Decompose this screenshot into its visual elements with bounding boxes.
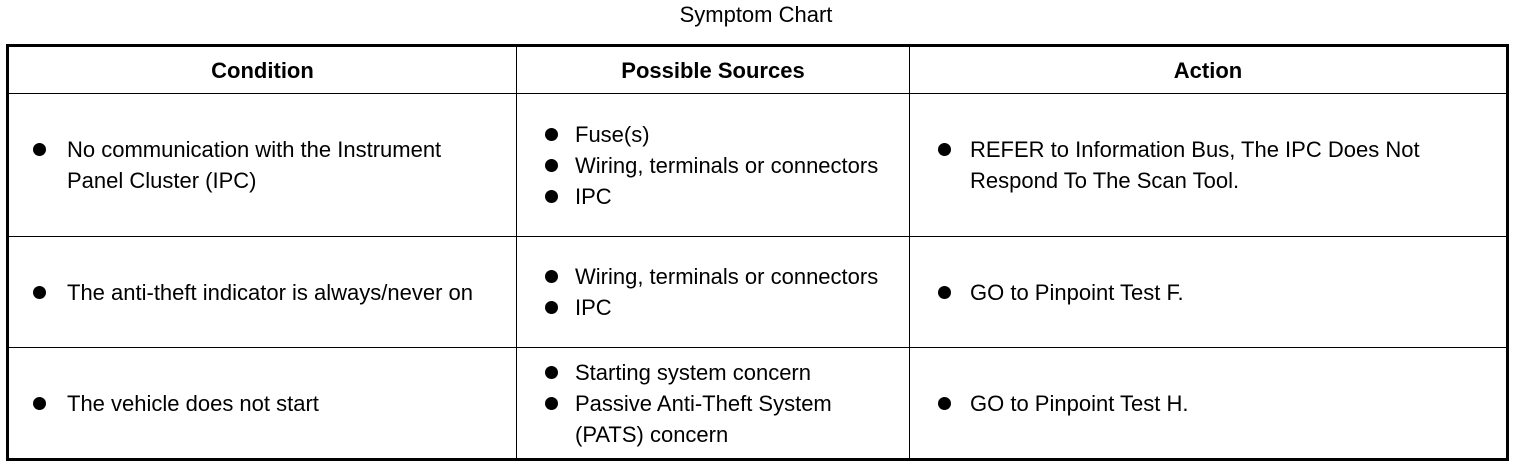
condition-text: No communication with the Instrument Pan… — [67, 137, 442, 193]
list-item: IPC — [517, 292, 909, 323]
source-text: Passive Anti-Theft System (PATS) concern — [575, 390, 832, 447]
source-text: Wiring, terminals or connectors — [575, 152, 879, 178]
list-item: Fuse(s) — [517, 119, 909, 150]
list-item: The anti-theft indicator is always/never… — [9, 277, 516, 308]
action-cell: GO to Pinpoint Test H. — [909, 347, 1508, 460]
list-item: Starting system concern — [517, 357, 909, 388]
action-text: GO to Pinpoint Test H. — [970, 390, 1189, 416]
condition-text: The anti-theft indicator is always/never… — [67, 279, 473, 305]
header-action: Action — [909, 45, 1508, 94]
table-row: No communication with the Instrument Pan… — [7, 93, 1508, 237]
bullet-icon — [545, 301, 558, 314]
bullet-icon — [545, 127, 558, 141]
action-cell: REFER to Information Bus, The IPC Does N… — [909, 93, 1508, 237]
sources-cell: Fuse(s) Wiring, terminals or connectors … — [516, 93, 910, 237]
source-text: Starting system concern — [575, 359, 811, 385]
condition-text: The vehicle does not start — [67, 390, 319, 416]
source-text: Wiring, terminals or connectors — [575, 264, 879, 289]
source-text: Fuse(s) — [575, 121, 650, 147]
sources-cell: Wiring, terminals or connectors IPC — [516, 236, 910, 348]
list-item: The vehicle does not start — [9, 388, 516, 419]
list-item: GO to Pinpoint Test H. — [910, 388, 1506, 419]
list-item: Wiring, terminals or connectors — [517, 150, 909, 181]
condition-cell: The anti-theft indicator is always/never… — [7, 236, 517, 348]
bullet-icon — [545, 396, 558, 410]
condition-cell: The vehicle does not start — [7, 347, 517, 460]
bullet-icon — [33, 396, 46, 410]
bullet-icon — [33, 143, 46, 156]
bullet-icon — [545, 189, 558, 203]
table-row: The vehicle does not start Starting syst… — [7, 347, 1508, 460]
bullet-icon — [938, 143, 951, 156]
bullet-icon — [938, 396, 951, 410]
bullet-icon — [33, 285, 46, 299]
list-item: IPC — [517, 181, 909, 212]
sources-cell: Starting system concern Passive Anti-The… — [516, 347, 910, 460]
header-condition: Condition — [7, 45, 517, 94]
symptom-chart-table: Condition Possible Sources Action No com… — [6, 44, 1509, 461]
list-item: Passive Anti-Theft System (PATS) concern — [517, 388, 909, 450]
bullet-icon — [545, 365, 558, 379]
source-text: IPC — [575, 295, 612, 320]
bullet-icon — [545, 270, 558, 283]
condition-cell: No communication with the Instrument Pan… — [7, 93, 517, 237]
list-item: GO to Pinpoint Test F. — [910, 277, 1506, 308]
bullet-icon — [938, 285, 951, 299]
table-row: The anti-theft indicator is always/never… — [7, 236, 1508, 348]
bullet-icon — [545, 158, 558, 172]
source-text: IPC — [575, 183, 612, 209]
action-text: GO to Pinpoint Test F. — [970, 279, 1184, 305]
list-item: REFER to Information Bus, The IPC Does N… — [910, 134, 1506, 196]
page-title: Symptom Chart — [679, 2, 833, 27]
list-item: No communication with the Instrument Pan… — [9, 134, 516, 196]
list-item: Wiring, terminals or connectors — [517, 261, 909, 292]
header-row: Condition Possible Sources Action — [7, 45, 1508, 94]
action-text: REFER to Information Bus, The IPC Does N… — [970, 137, 1420, 193]
header-possible-sources: Possible Sources — [516, 45, 910, 94]
action-cell: GO to Pinpoint Test F. — [909, 236, 1508, 348]
